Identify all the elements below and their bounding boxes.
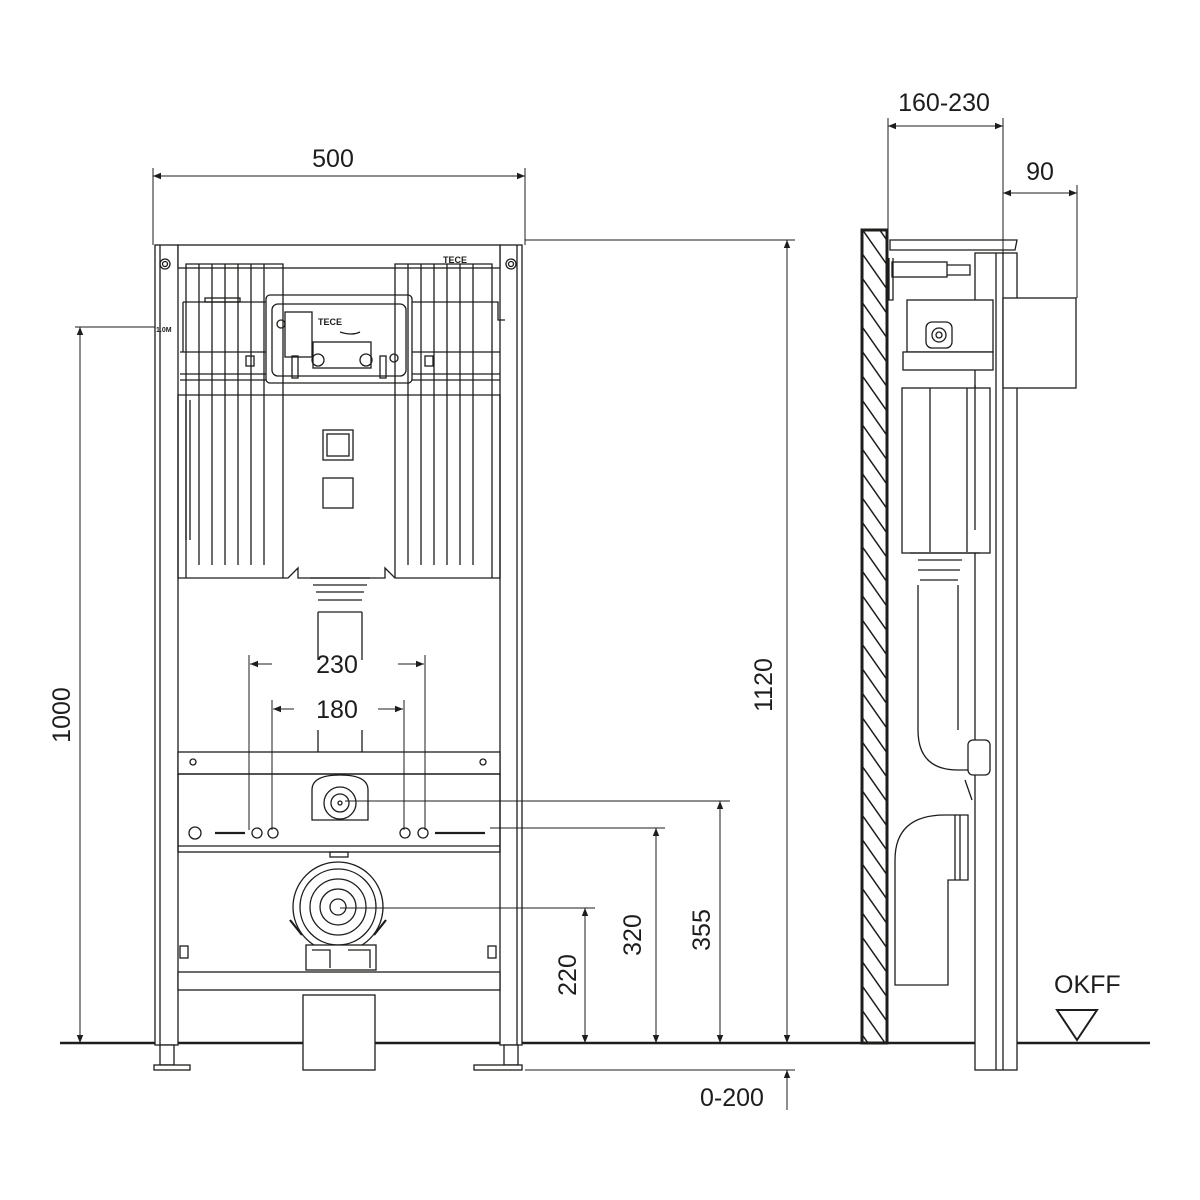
svg-text:355: 355 <box>688 909 716 951</box>
wall-hatching <box>860 228 889 1045</box>
dimension-height-355: 355 <box>345 800 730 1043</box>
dimension-cistern-depth: 90 <box>1003 158 1078 298</box>
mark-1m: 1.0M <box>156 327 172 334</box>
dimension-height-1000: 1000 <box>48 327 84 1043</box>
svg-text:0-200: 0-200 <box>700 1084 764 1112</box>
svg-text:180: 180 <box>316 696 358 724</box>
cistern-ribs-right <box>394 263 493 578</box>
svg-text:1120: 1120 <box>750 658 778 712</box>
svg-text:230: 230 <box>316 651 358 679</box>
svg-text:90: 90 <box>1026 158 1054 186</box>
dimension-height-320: 320 <box>490 827 665 1043</box>
svg-text:160-230: 160-230 <box>898 89 990 117</box>
svg-text:320: 320 <box>619 914 647 956</box>
brand-logo-panel: TECE <box>318 317 342 327</box>
floor-level-triangle-icon <box>1055 1009 1099 1042</box>
front-view-frame: TECE 1.0M TECE <box>75 244 523 1071</box>
dimension-height-220: 220 <box>340 907 595 1043</box>
svg-text:1000: 1000 <box>48 687 76 743</box>
floor-level-label: OKFF <box>1054 971 1121 999</box>
svg-text:220: 220 <box>554 954 582 996</box>
side-view <box>860 228 1077 1071</box>
cistern-ribs-left <box>185 263 284 578</box>
dimension-foot-adjust: 0-200 <box>525 1069 795 1112</box>
brand-logo-top: TECE <box>443 255 467 265</box>
dimension-inner-spacing: 180 <box>271 696 405 830</box>
svg-text:500: 500 <box>312 145 354 173</box>
dimension-width: 500 <box>152 145 526 245</box>
dimension-outer-spacing: 230 <box>248 651 426 830</box>
dimension-total-height: 1120 <box>525 239 795 1043</box>
dimension-depth: 160-230 <box>887 89 1004 253</box>
